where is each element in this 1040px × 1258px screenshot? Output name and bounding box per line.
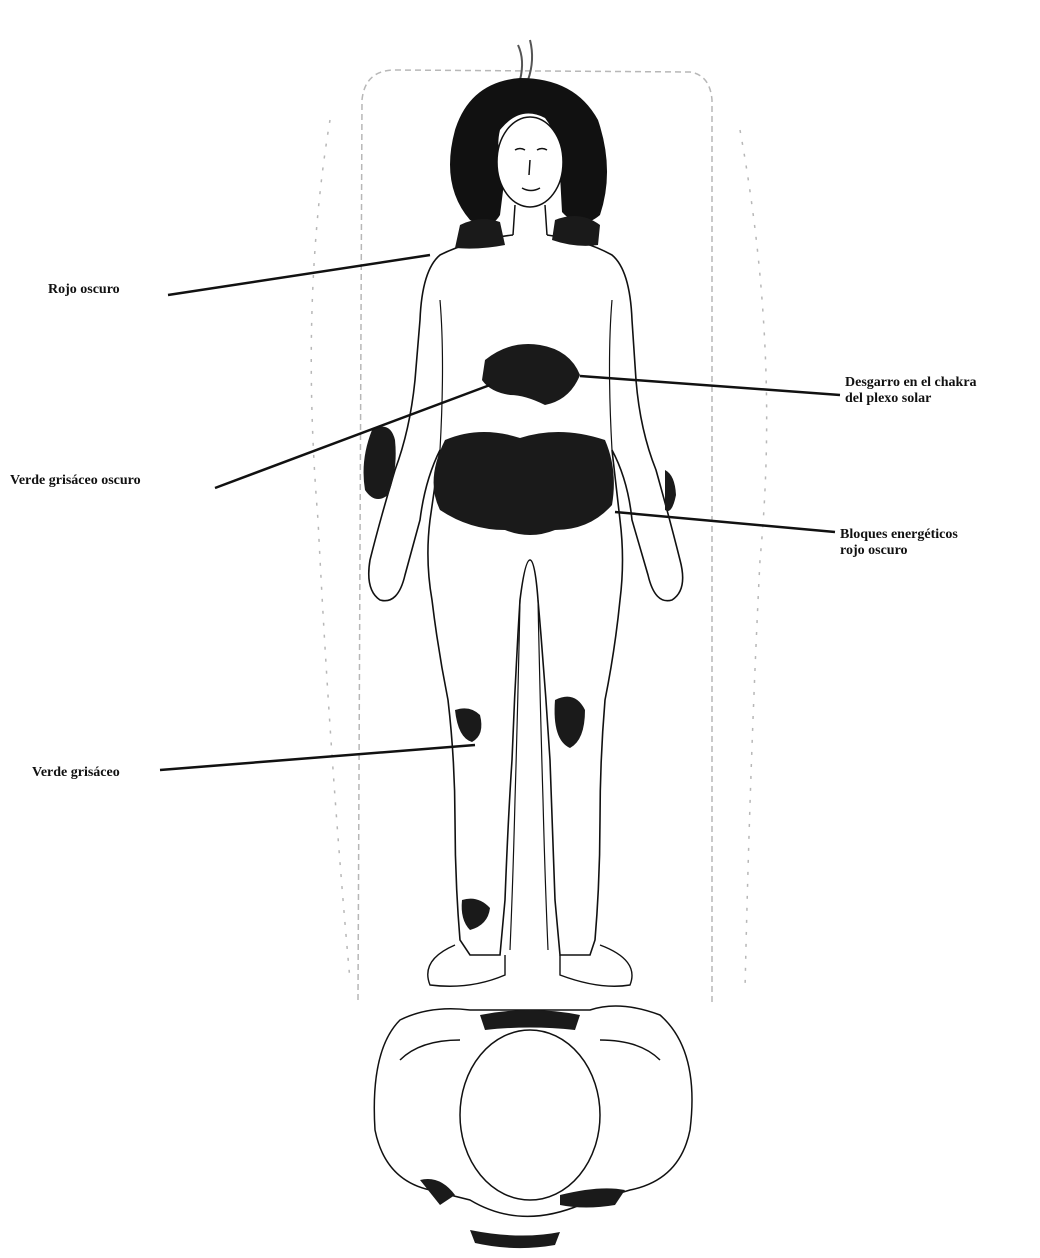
aura-outline <box>311 70 766 1005</box>
patch-left-ankle <box>462 899 490 930</box>
label-verde-grisaceo: Verde grisáceo <box>32 765 120 781</box>
patch-left-knee <box>455 708 481 742</box>
leader-bloques <box>615 512 835 532</box>
label-rojo-oscuro: Rojo oscuro <box>48 282 120 298</box>
label-bloques-energeticos: Bloques energéticos rojo oscuro <box>840 527 958 559</box>
label-desgarro-chakra: Desgarro en el chakra del plexo solar <box>845 375 977 407</box>
healer-shading <box>420 1010 625 1248</box>
label-bloques-line1: Bloques energéticos <box>840 527 958 543</box>
energy-patches <box>364 216 676 930</box>
leader-verde-grisaceo <box>160 745 475 770</box>
patch-right-knee <box>555 697 585 748</box>
label-verde-grisaceo-oscuro: Verde grisáceo oscuro <box>10 473 141 489</box>
label-desgarro-line1: Desgarro en el chakra <box>845 375 977 391</box>
label-desgarro-line2: del plexo solar <box>845 391 977 407</box>
energy-stream <box>518 40 532 80</box>
patch-right-arm <box>665 470 676 511</box>
patch-left-arm <box>364 427 396 499</box>
leader-rojo-oscuro <box>168 255 430 295</box>
patch-pelvis <box>434 432 614 535</box>
label-bloques-line2: rojo oscuro <box>840 543 958 559</box>
patch-shoulders <box>455 216 600 249</box>
body-outline <box>369 235 683 955</box>
neck <box>513 205 547 235</box>
healer-figure <box>374 1006 692 1216</box>
patch-solar-plexus <box>482 344 580 405</box>
feet <box>428 945 632 986</box>
leader-desgarro <box>580 376 840 395</box>
